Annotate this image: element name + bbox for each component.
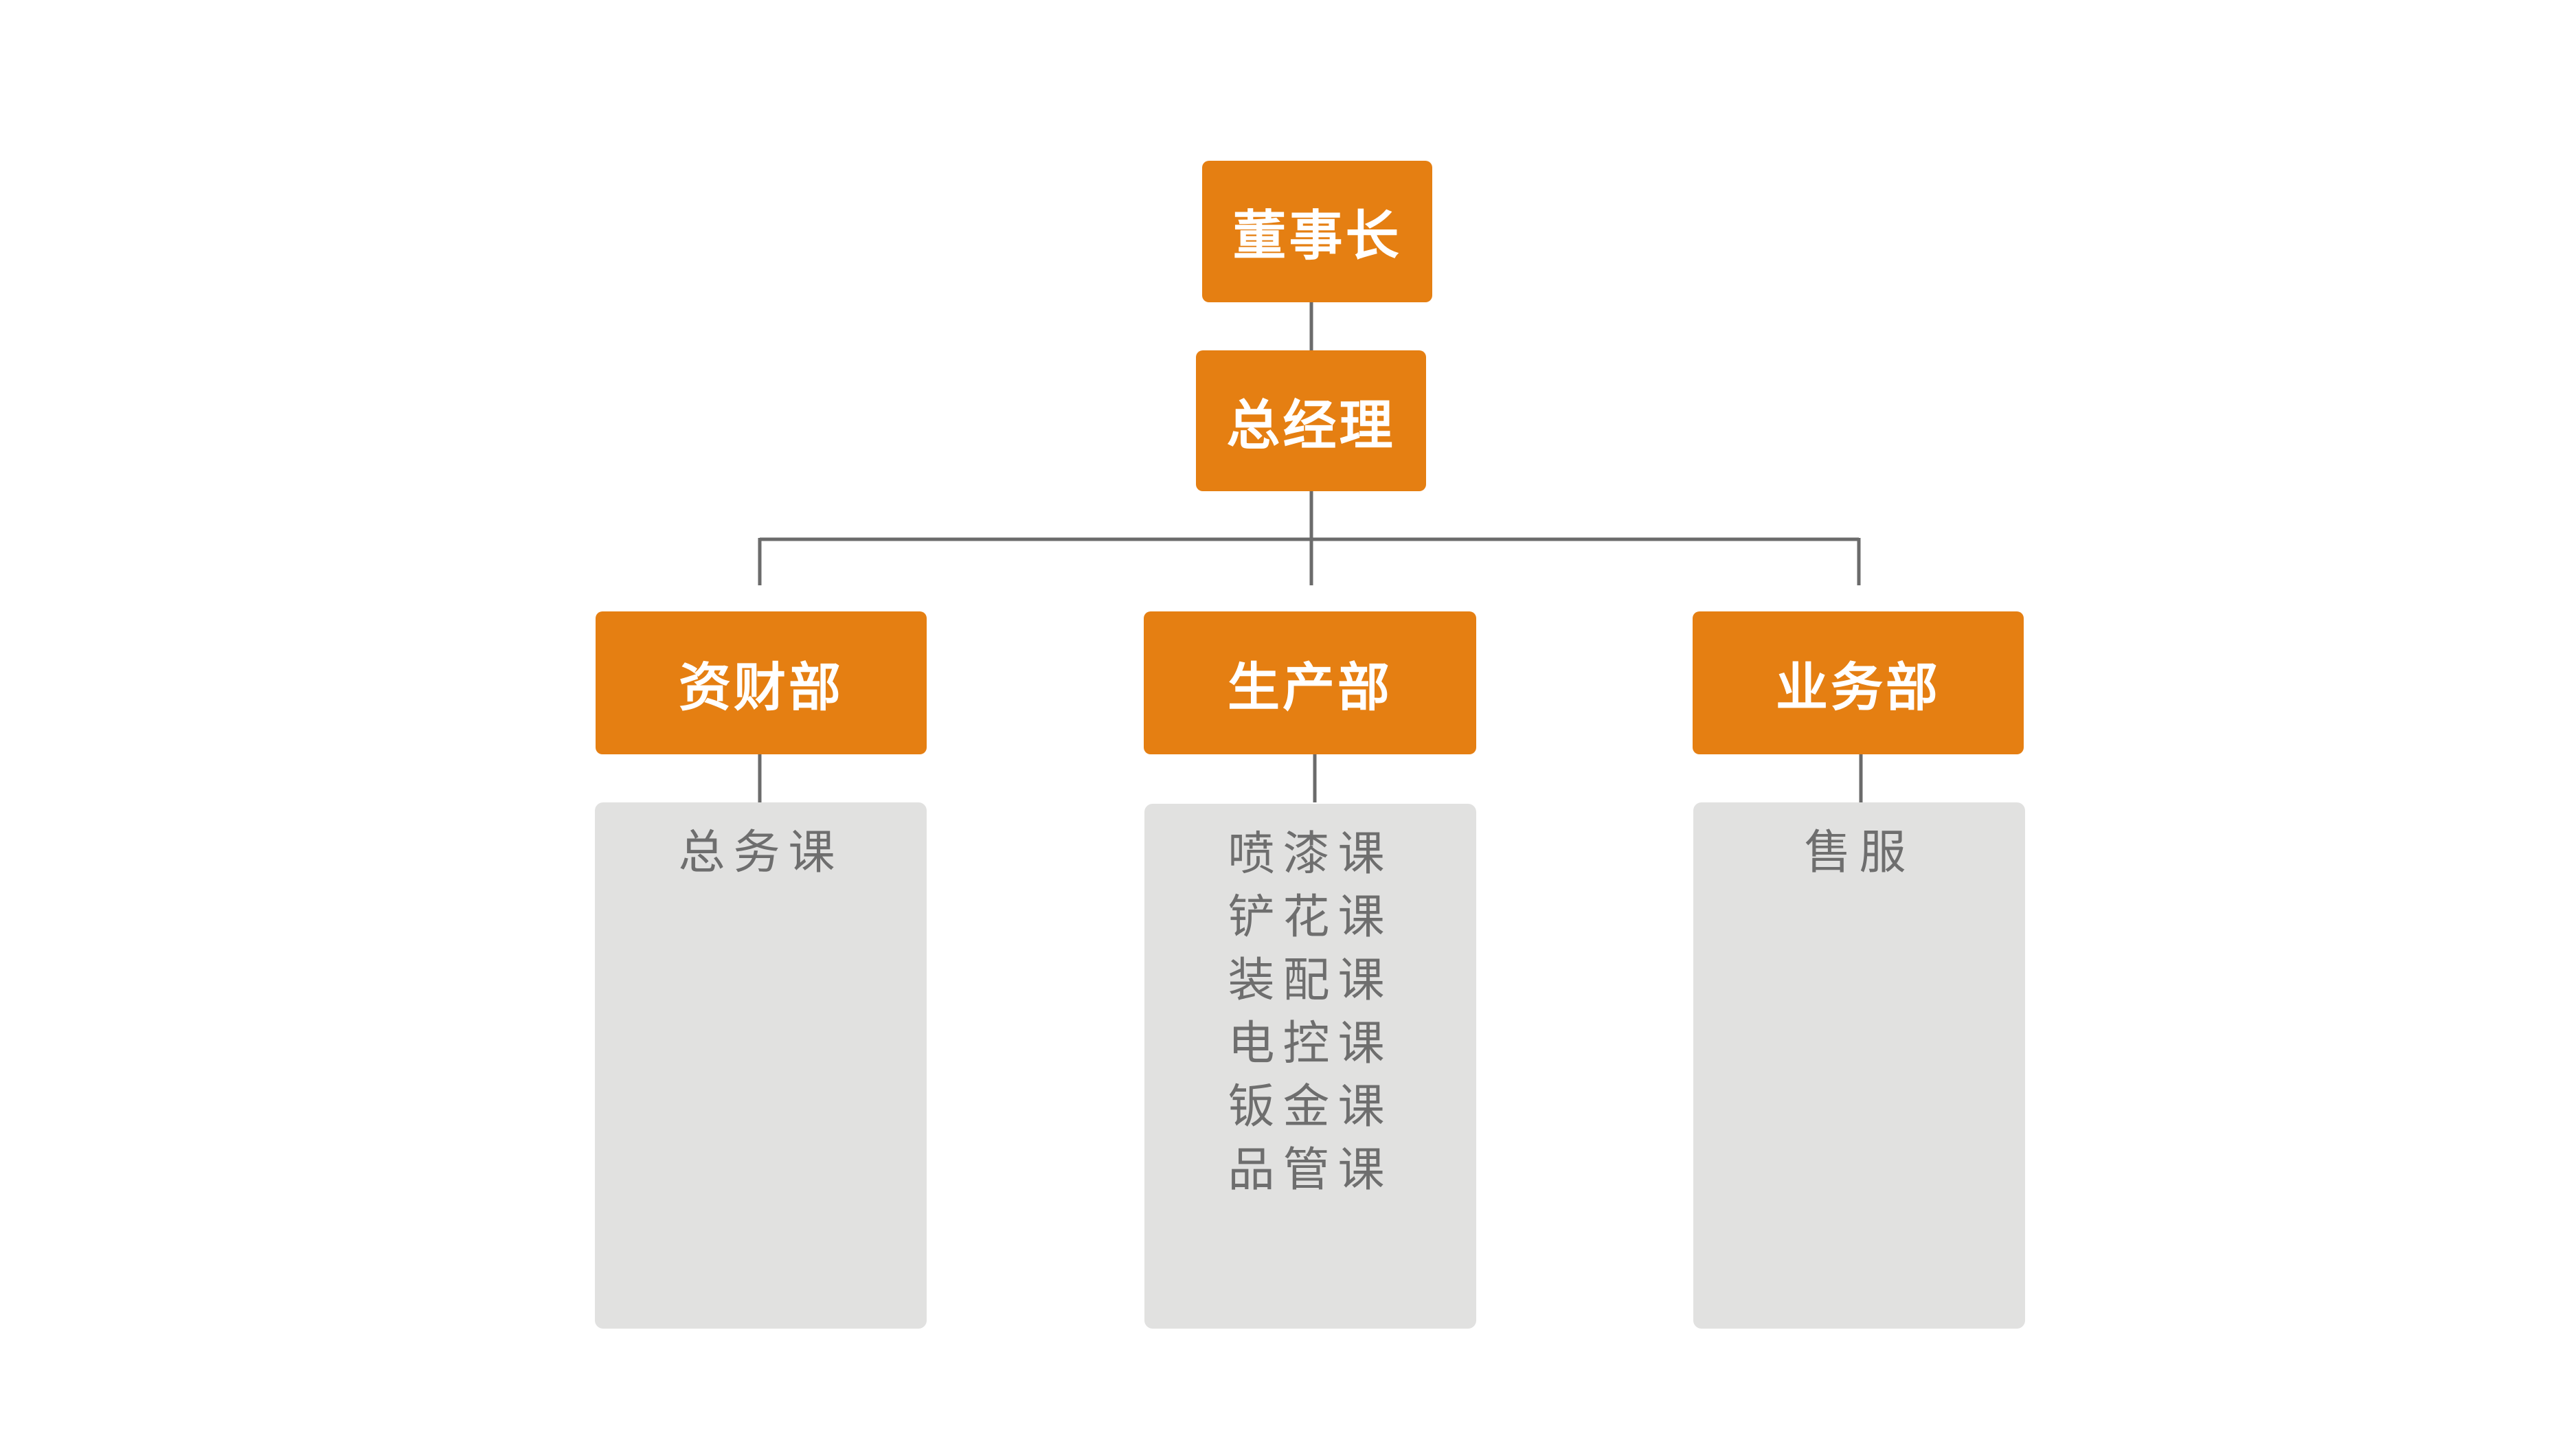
general-manager-label: 总经理 [1226,394,1396,457]
section-item: 总务课 [678,826,844,880]
section-item: 喷漆课 [1228,827,1393,881]
dept-production-label: 生产部 [1228,657,1392,718]
finance-sections-panel: 总务课 [595,802,927,1329]
dept-business-box: 业务部 [1693,611,2024,754]
general-manager-box: 总经理 [1196,350,1426,491]
dept-production-box: 生产部 [1144,611,1476,754]
section-item: 钣金课 [1228,1080,1393,1134]
dept-business-label: 业务部 [1776,657,1941,718]
production-sections-panel: 喷漆课 铲花课 装配课 电控课 钣金课 品管课 [1144,804,1476,1329]
dept-finance-label: 资财部 [679,657,844,718]
business-sections-panel: 售服 [1693,802,2025,1329]
section-item: 售服 [1804,826,1914,880]
chairman-box: 董事长 [1202,161,1432,302]
section-item: 装配课 [1228,954,1393,1008]
dept-finance-box: 资财部 [596,611,927,754]
section-item: 品管课 [1228,1143,1393,1197]
section-item: 铲花课 [1228,890,1393,945]
section-item: 电控课 [1228,1017,1393,1071]
chairman-label: 董事长 [1232,205,1402,267]
